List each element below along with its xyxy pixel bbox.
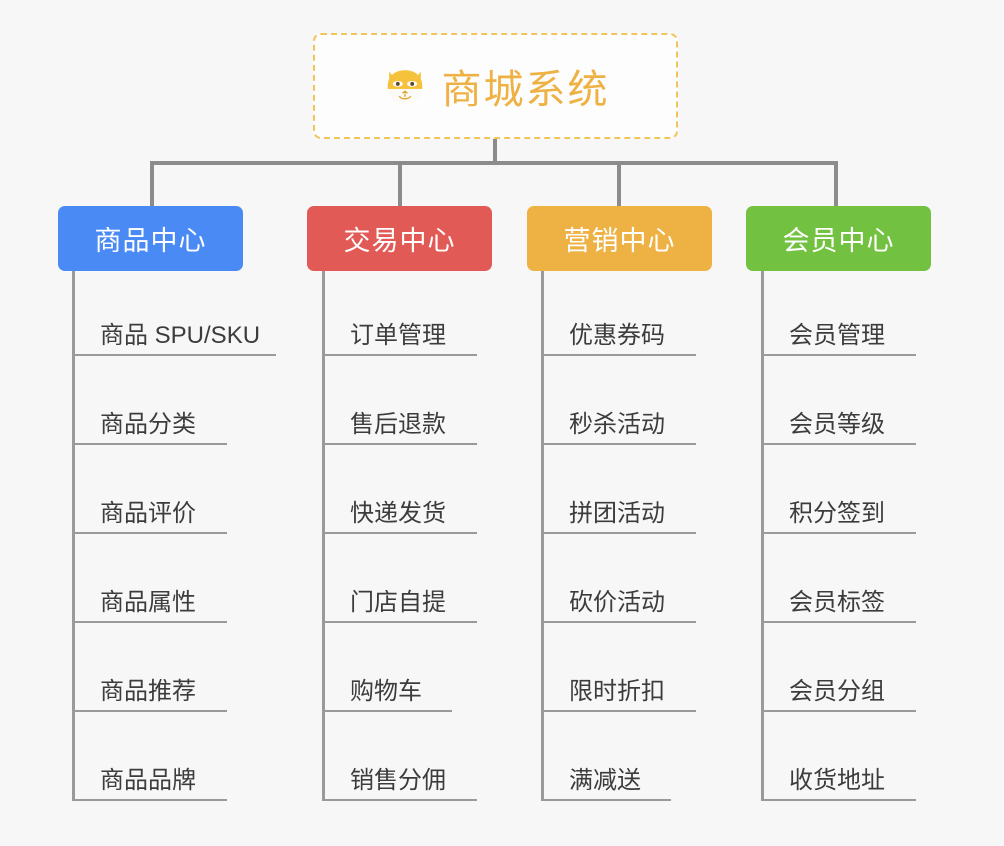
category-box-product-center[interactable]: 商品中心 [58,206,243,271]
leaf-label: 会员标签 [789,589,885,616]
leaf-underline [761,710,916,712]
category-label: 商品中心 [94,226,207,256]
leaf-label: 商品 SPU/SKU [100,322,261,349]
leaf-label: 售后退款 [350,411,446,438]
connector-drop-trade [398,161,402,207]
leaf-label: 商品评价 [100,500,196,527]
spine-member-center [761,271,764,801]
leaf-label: 订单管理 [350,322,446,349]
leaf-label: 收货地址 [789,767,885,794]
leaf-underline [72,710,227,712]
leaf-label: 快递发货 [350,500,446,527]
leaf-label: 会员管理 [789,322,885,349]
leaf-label: 秒杀活动 [569,411,665,438]
root-node-mall-system[interactable]: 商城系统 [313,33,678,139]
connector-drop-product [150,161,154,207]
column-marketing-center: 营销中心优惠券码秒杀活动拼团活动砍价活动限时折扣满减送 [0,206,1004,846]
leaf-underline [541,443,696,445]
leaf-label: 购物车 [350,678,422,705]
leaf-underline [72,443,227,445]
leaf-label: 积分签到 [789,500,885,527]
leaf-underline [322,710,452,712]
leaf-label: 拼团活动 [569,500,665,527]
category-box-marketing-center[interactable]: 营销中心 [527,206,712,271]
leaf-underline [761,354,916,356]
leaf-underline [322,354,477,356]
leaf-underline [541,799,671,801]
category-box-trade-center[interactable]: 交易中心 [307,206,492,271]
leaf-underline [541,710,696,712]
leaf-underline [322,443,477,445]
column-product-center: 商品中心商品 SPU/SKU 商品分类商品评价商品属性商品推荐商品品牌 [0,206,1004,846]
connector-horizontal-bar [150,161,838,165]
column-trade-center: 交易中心订单管理售后退款快递发货门店自提购物车销售分佣 [0,206,1004,846]
leaf-underline [541,354,696,356]
leaf-label: 商品品牌 [100,767,196,794]
leaf-underline [72,621,227,623]
leaf-label: 商品属性 [100,589,196,616]
leaf-label: 会员等级 [789,411,885,438]
leaf-label: 会员分组 [789,678,885,705]
leaf-underline [761,443,916,445]
spine-marketing-center [541,271,544,801]
category-box-member-center[interactable]: 会员中心 [746,206,931,271]
connector-drop-marketing [617,161,621,207]
connector-drop-member [834,161,838,207]
leaf-label: 优惠券码 [569,322,665,349]
leaf-underline [541,532,696,534]
leaf-underline [72,532,227,534]
leaf-underline [322,532,477,534]
leaf-label: 限时折扣 [569,678,665,705]
category-label: 交易中心 [343,226,456,256]
category-label: 营销中心 [563,226,676,256]
leaf-label: 销售分佣 [350,767,446,794]
leaf-label: 满减送 [569,767,641,794]
category-label: 会员中心 [782,226,895,256]
leaf-underline [72,354,276,356]
spine-trade-center [322,271,325,801]
leaf-underline [72,799,227,801]
connector-root-stem [493,139,497,164]
leaf-label: 门店自提 [350,589,446,616]
leaf-label: 砍价活动 [569,589,665,616]
leaf-underline [761,799,916,801]
leaf-label: 商品推荐 [100,678,196,705]
column-member-center: 会员中心会员管理会员等级积分签到会员标签会员分组收货地址 [0,206,1004,846]
leaf-underline [322,621,477,623]
root-title: 商城系统 [441,68,610,112]
shiba-dog-face-icon [382,63,428,109]
leaf-label: 商品分类 [100,411,196,438]
spine-product-center [72,271,75,801]
leaf-underline [761,621,916,623]
leaf-underline [761,532,916,534]
leaf-underline [541,621,696,623]
leaf-underline [322,799,477,801]
